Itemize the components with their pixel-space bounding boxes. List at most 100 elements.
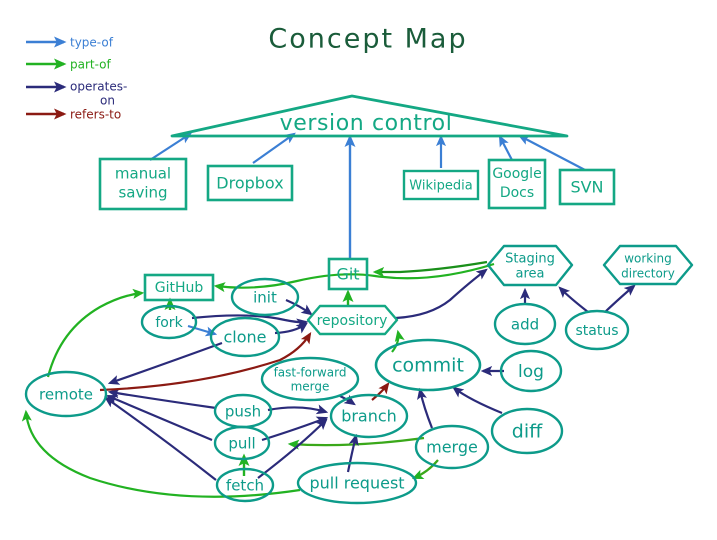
fork-ellipse — [140, 304, 198, 340]
node-fast-forward-merge[interactable]: fast-forward merge — [260, 356, 360, 402]
google-docs-label-line1: Google — [492, 166, 541, 182]
node-working-directory[interactable]: working directory — [602, 244, 694, 286]
node-manual-saving[interactable]: manual saving — [98, 157, 188, 211]
node-diff[interactable]: diff — [490, 407, 564, 455]
staging-area-label-line2: area — [516, 267, 545, 282]
node-github[interactable]: GitHub — [143, 273, 215, 302]
node-add[interactable]: add — [493, 302, 557, 346]
legend-label-part-of: part-of — [70, 58, 112, 72]
node-repository[interactable]: repository — [306, 304, 399, 336]
fetch-label: fetch — [226, 477, 264, 495]
node-merge[interactable]: merge — [414, 424, 490, 470]
legend-label-refers-to: refers-to — [70, 108, 121, 122]
edge-init-to-repository — [285, 298, 313, 316]
node-fetch[interactable]: fetch — [215, 467, 275, 503]
status-label: status — [575, 323, 618, 339]
branch-label: branch — [341, 407, 397, 426]
edge-dropbox-to-version-control — [252, 132, 296, 164]
legend-item-operates-on: operates- on — [26, 80, 127, 108]
edge-fast-forward-merge-to-branch — [339, 394, 356, 406]
fetch-ellipse — [215, 467, 275, 503]
svn-label: SVN — [570, 178, 603, 197]
legend-item-type-of: type-of — [26, 36, 114, 50]
wikipedia-box — [402, 169, 480, 201]
fork-label: fork — [155, 315, 183, 331]
node-push[interactable]: push — [213, 393, 273, 429]
google-docs-label-line2: Docs — [500, 185, 534, 201]
init-label: init — [253, 289, 277, 307]
remote-label: remote — [39, 386, 93, 404]
node-clone[interactable]: clone — [209, 316, 281, 358]
node-remote[interactable]: remote — [24, 370, 108, 418]
fast-forward-merge-ellipse — [260, 356, 360, 402]
pull-ellipse — [213, 425, 271, 461]
node-fork[interactable]: fork — [140, 304, 198, 340]
manual-saving-label-line2: saving — [118, 184, 167, 202]
node-staging-area[interactable]: Staging area — [486, 244, 574, 287]
google-docs-box — [487, 158, 547, 210]
edge-remote-to-repository — [99, 332, 312, 392]
dropbox-label: Dropbox — [216, 174, 283, 193]
page-title: Concept Map — [268, 24, 467, 55]
edges-part-of — [21, 260, 495, 498]
node-pull[interactable]: pull — [213, 425, 271, 461]
manual-saving-label-line1: manual — [115, 165, 171, 183]
edges-refers-to — [99, 332, 390, 401]
pull-request-label: pull request — [309, 474, 404, 493]
node-branch[interactable]: branch — [329, 393, 409, 439]
node-svn[interactable]: SVN — [558, 168, 616, 206]
log-ellipse — [499, 349, 563, 393]
clone-label: clone — [223, 328, 266, 347]
pull-label: pull — [228, 435, 255, 453]
edge-commit-to-repository — [391, 329, 405, 353]
edge-pull-request-to-branch — [346, 433, 359, 473]
edge-status-to-working-directory — [604, 284, 636, 313]
git-label: Git — [336, 265, 359, 284]
node-dropbox[interactable]: Dropbox — [206, 164, 294, 202]
dropbox-box — [206, 164, 294, 202]
staging-area-label-line1: Staging — [505, 252, 555, 267]
edge-fetch-to-branch — [257, 418, 328, 479]
edge-diff-to-commit — [452, 386, 503, 415]
node-version-control[interactable]: version control — [170, 94, 569, 138]
version-control-triangle — [170, 94, 569, 138]
edge-merge-to-pull-request — [411, 459, 439, 480]
legend: type-of part-of operates- on refers-to — [26, 36, 127, 122]
edge-manual-saving-to-version-control — [149, 132, 192, 161]
working-directory-hexagon — [602, 244, 694, 286]
node-google-docs[interactable]: Google Docs — [487, 158, 547, 210]
github-label: GitHub — [155, 280, 204, 296]
edge-clone-to-repository — [274, 322, 308, 335]
add-label: add — [511, 316, 539, 334]
edge-pull-request-to-remote — [21, 409, 301, 498]
remote-ellipse — [24, 370, 108, 418]
fast-forward-merge-label-line1: fast-forward — [274, 366, 347, 380]
edge-fork-to-clone — [187, 324, 218, 337]
staging-area-hexagon — [486, 244, 574, 287]
edge-fork-to-repository — [191, 314, 309, 329]
node-log[interactable]: log — [499, 349, 563, 393]
node-git[interactable]: Git — [327, 257, 369, 291]
node-status[interactable]: status — [564, 309, 630, 351]
node-init[interactable]: init — [230, 277, 300, 317]
diff-label: diff — [512, 421, 543, 443]
edge-fetch-to-remote — [104, 396, 217, 481]
github-box — [143, 273, 215, 302]
node-wikipedia[interactable]: Wikipedia — [402, 169, 480, 201]
legend-item-refers-to: refers-to — [26, 108, 121, 122]
edges-operates-on — [104, 268, 636, 481]
edge-branch-to-commit — [371, 382, 390, 401]
node-pull-request[interactable]: pull request — [296, 461, 418, 505]
version-control-label: version control — [280, 111, 453, 136]
pull-request-ellipse — [296, 461, 418, 505]
edge-svn-to-version-control — [517, 134, 586, 171]
edge-push-to-remote — [107, 388, 217, 410]
diff-ellipse — [490, 407, 564, 455]
merge-ellipse — [414, 424, 490, 470]
commit-label: commit — [392, 355, 464, 377]
push-label: push — [225, 403, 261, 421]
node-commit[interactable]: commit — [374, 338, 482, 392]
clone-ellipse — [209, 316, 281, 358]
edge-clone-to-remote — [107, 341, 223, 385]
